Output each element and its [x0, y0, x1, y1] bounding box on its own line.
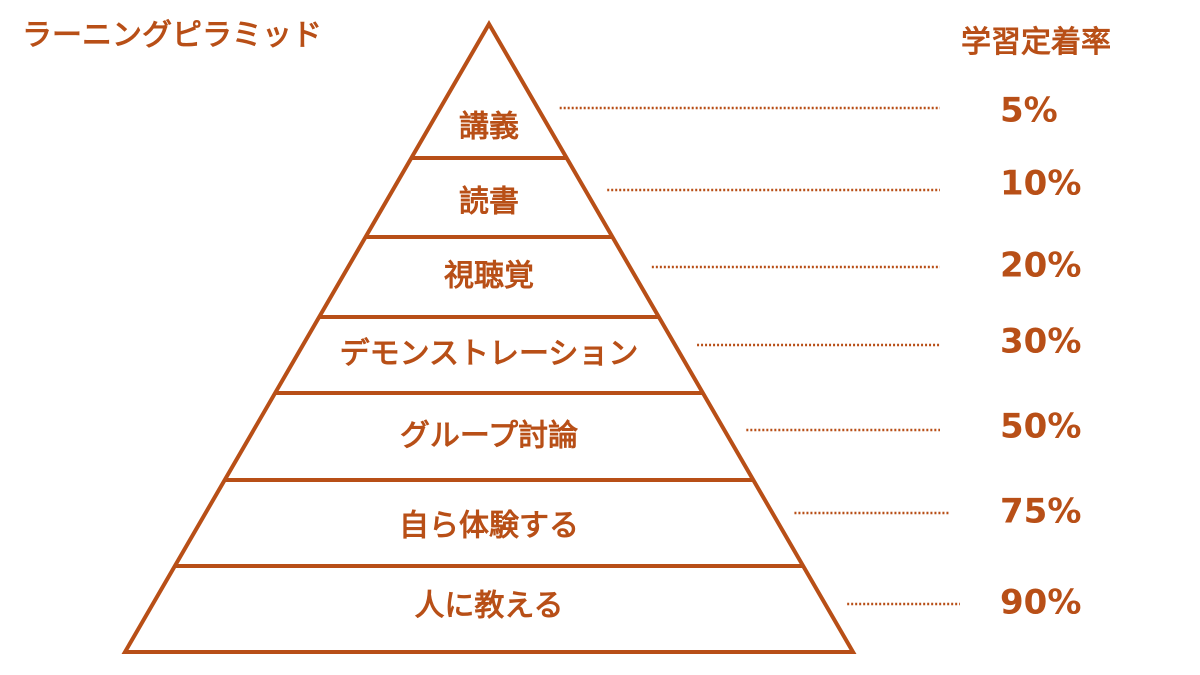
layer-label: 視聴覚: [444, 259, 534, 294]
layer-label: 読書: [459, 185, 519, 220]
diagram-title: ラーニングピラミッド: [22, 18, 322, 53]
retention-rate: 20%: [1000, 246, 1081, 286]
layer-label: 自ら体験する: [399, 509, 579, 544]
retention-rates: 5% 10% 20% 30% 50% 75% 90%: [1000, 91, 1081, 623]
retention-rate: 50%: [1000, 407, 1081, 447]
layer-label: 人に教える: [414, 589, 563, 624]
pyramid-outline: [121, 20, 857, 654]
layer-label: グループ討論: [400, 419, 578, 454]
retention-rate: 75%: [1000, 492, 1081, 532]
layer-label: デモンストレーション: [340, 337, 639, 372]
pyramid: [121, 20, 857, 654]
layer-label: 講義: [459, 110, 519, 145]
retention-rate: 5%: [1000, 91, 1058, 131]
retention-rate: 90%: [1000, 583, 1081, 623]
leader-lines: [559, 106, 960, 606]
retention-heading: 学習定着率: [961, 25, 1111, 60]
retention-rate: 30%: [1000, 322, 1081, 362]
retention-rate: 10%: [1000, 164, 1081, 204]
